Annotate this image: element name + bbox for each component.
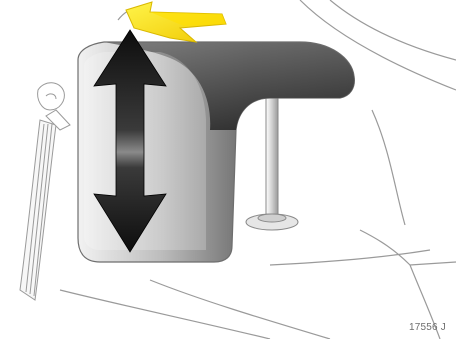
headrest-post bbox=[246, 95, 298, 230]
push-button-arrow-icon bbox=[126, 2, 226, 42]
seat-belt bbox=[20, 83, 70, 300]
figure-id-label: 17556 J bbox=[409, 322, 446, 333]
